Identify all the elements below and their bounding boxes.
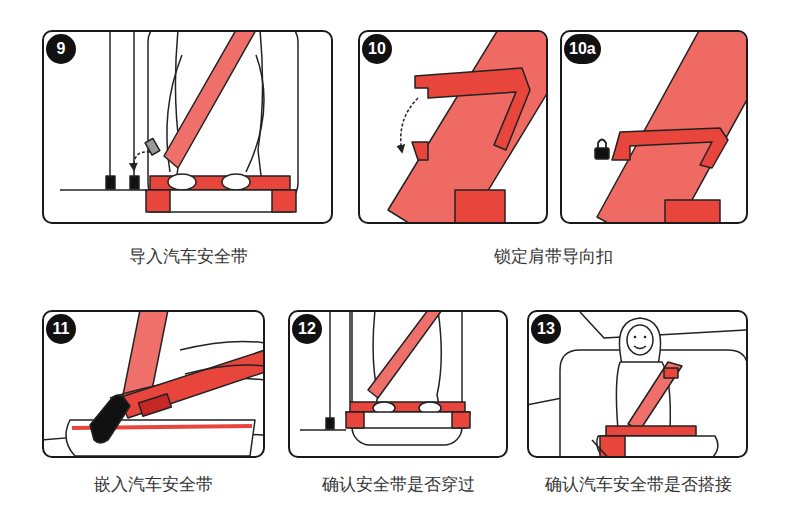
step-number: 10 xyxy=(362,34,392,64)
lock-shackle xyxy=(598,140,606,149)
girl-hair xyxy=(619,318,660,366)
shoulder-belt xyxy=(388,32,546,222)
eye xyxy=(644,336,647,339)
child xyxy=(373,312,441,410)
step-panel: 10 xyxy=(358,30,548,224)
booster-side xyxy=(146,190,170,212)
buckle xyxy=(326,418,334,429)
shoulder-belt xyxy=(597,32,746,222)
car-window xyxy=(580,312,746,338)
step-drawing xyxy=(595,32,746,222)
hand xyxy=(168,174,196,190)
step-caption: 嵌入汽车安全带 xyxy=(94,473,213,495)
shoulder-belt xyxy=(164,32,256,168)
step-number: 9 xyxy=(46,34,76,64)
seat-line xyxy=(300,429,346,431)
step-caption: 导入汽车安全带 xyxy=(129,245,248,267)
booster-side xyxy=(272,190,296,212)
motion-arrow xyxy=(134,152,150,170)
step-panel: 11 xyxy=(42,310,265,458)
belt-guide-clip xyxy=(415,68,530,150)
buckle-strap xyxy=(133,32,135,178)
step-caption: 确认汽车安全带是否搭接 xyxy=(545,473,732,495)
child-arm xyxy=(246,55,264,172)
buckle xyxy=(106,176,115,189)
lock-icon xyxy=(595,148,609,159)
shoulder-belt xyxy=(368,312,442,398)
booster xyxy=(665,200,720,222)
lap-belt xyxy=(606,426,696,436)
child-arm xyxy=(185,365,263,374)
belt-clip xyxy=(139,394,172,417)
booster xyxy=(455,190,505,222)
seat-line xyxy=(60,189,146,191)
child-arm xyxy=(180,342,263,350)
eye xyxy=(634,336,637,339)
hand xyxy=(222,174,250,190)
belt-guide-clip xyxy=(612,128,728,168)
shoulder-belt xyxy=(628,362,682,430)
booster xyxy=(346,412,470,428)
car-door xyxy=(529,398,562,405)
step-caption: 确认安全带是否穿过 xyxy=(322,473,475,495)
booster-side xyxy=(452,412,470,428)
booster xyxy=(146,190,296,212)
step-caption: 锁定肩带导向扣 xyxy=(494,245,613,267)
step-number: 12 xyxy=(292,314,322,344)
buckle-strap xyxy=(329,312,331,418)
step-drawing xyxy=(44,312,263,456)
step-drawing xyxy=(300,312,470,445)
step-drawing xyxy=(388,32,546,222)
clip-latch xyxy=(412,142,428,160)
buckle xyxy=(90,395,130,443)
step-number: 10a xyxy=(564,34,601,64)
step-panel: 10a xyxy=(560,30,748,224)
step-drawing xyxy=(529,312,746,456)
step-number: 13 xyxy=(531,314,561,344)
smile xyxy=(634,346,646,349)
motion-arrow xyxy=(401,98,418,152)
seat xyxy=(560,350,746,456)
buckle-strap xyxy=(109,32,111,178)
booster xyxy=(597,436,718,456)
step-number: 11 xyxy=(46,314,76,344)
belt-guide-clip xyxy=(664,368,678,378)
buckle-strap xyxy=(592,440,612,456)
child xyxy=(175,32,262,184)
buckle xyxy=(130,176,139,189)
lap-belt xyxy=(350,402,465,412)
step-panel: 9 xyxy=(42,30,333,224)
lap-belt xyxy=(118,350,263,418)
buckle-strap xyxy=(349,312,351,402)
seat xyxy=(148,32,298,205)
step-drawing xyxy=(60,32,298,212)
step-panel: 12 xyxy=(288,310,508,458)
drawings xyxy=(42,5,778,462)
step-panel: 13 xyxy=(527,310,748,458)
girl-face xyxy=(627,325,653,355)
booster-side xyxy=(346,412,364,428)
